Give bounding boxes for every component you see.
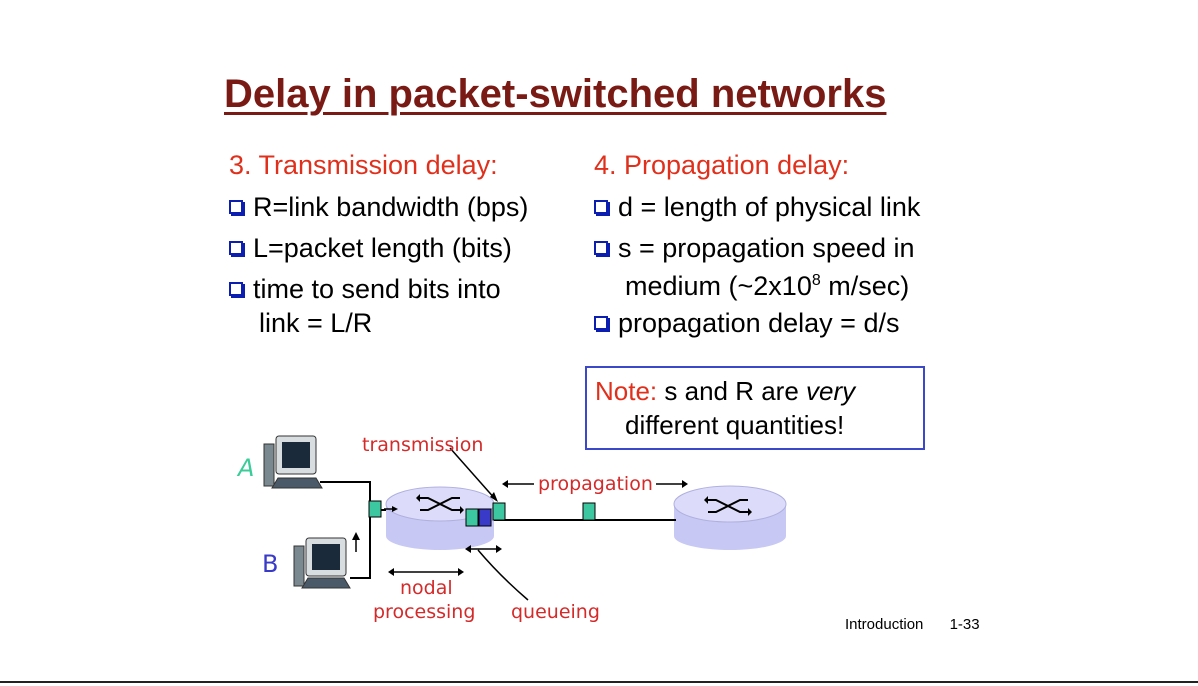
- up-arrow-icon: [352, 532, 360, 540]
- router-2-icon: [673, 485, 787, 550]
- bullet-time-to-send-cont: link = L/R: [259, 308, 373, 338]
- propagating-packet: [582, 502, 596, 521]
- bullet-box-icon: [594, 200, 608, 214]
- queued-packet: [465, 508, 479, 527]
- slide-footer: Introduction 1-33: [845, 616, 980, 633]
- propagation-label: propagation: [538, 473, 653, 495]
- bullet-box-icon: [229, 282, 243, 296]
- bullet-box-icon: [229, 241, 243, 255]
- transmitting-packet: [492, 502, 506, 521]
- host-b-label: B: [262, 550, 279, 578]
- transmission-label: transmission: [362, 434, 484, 456]
- propagation-delay-heading: 4. Propagation delay:: [594, 150, 850, 180]
- bullet-packet-length: L=packet length (bits): [229, 231, 512, 265]
- bullet-time-to-send: time to send bits into: [229, 272, 501, 306]
- transmission-delay-heading: 3. Transmission delay:: [229, 150, 498, 180]
- bullet-link-length: d = length of physical link: [594, 190, 920, 224]
- processing-label: processing: [373, 601, 476, 623]
- queueing-label: queueing: [511, 601, 600, 623]
- note-line-2: different quantities!: [625, 410, 845, 440]
- note-line-1: Note: s and R are very: [595, 376, 856, 406]
- host-links: [320, 481, 371, 579]
- computer-a-icon: [263, 435, 323, 489]
- footer-section: Introduction: [845, 616, 924, 633]
- bullet-box-icon: [594, 316, 608, 330]
- computer-b-icon: [293, 537, 351, 589]
- bullet-propagation-delay: propagation delay = d/s: [594, 306, 899, 340]
- footer-page-number: 1-33: [949, 616, 980, 633]
- queued-packet: [478, 508, 492, 527]
- bullet-link-bandwidth: R=link bandwidth (bps): [229, 190, 528, 224]
- nodal-label: nodal: [400, 577, 453, 599]
- bullet-propagation-speed-cont: medium (~2x108 m/sec): [625, 271, 910, 301]
- packet: [368, 500, 382, 518]
- bullet-propagation-speed: s = propagation speed in: [594, 231, 914, 265]
- bullet-box-icon: [594, 241, 608, 255]
- bottom-rule: [0, 681, 1198, 683]
- slide-title: Delay in packet-switched networks: [224, 72, 887, 116]
- host-a-label: A: [238, 454, 255, 482]
- bullet-box-icon: [229, 200, 243, 214]
- note-box: Note: s and R are very different quantit…: [585, 366, 925, 450]
